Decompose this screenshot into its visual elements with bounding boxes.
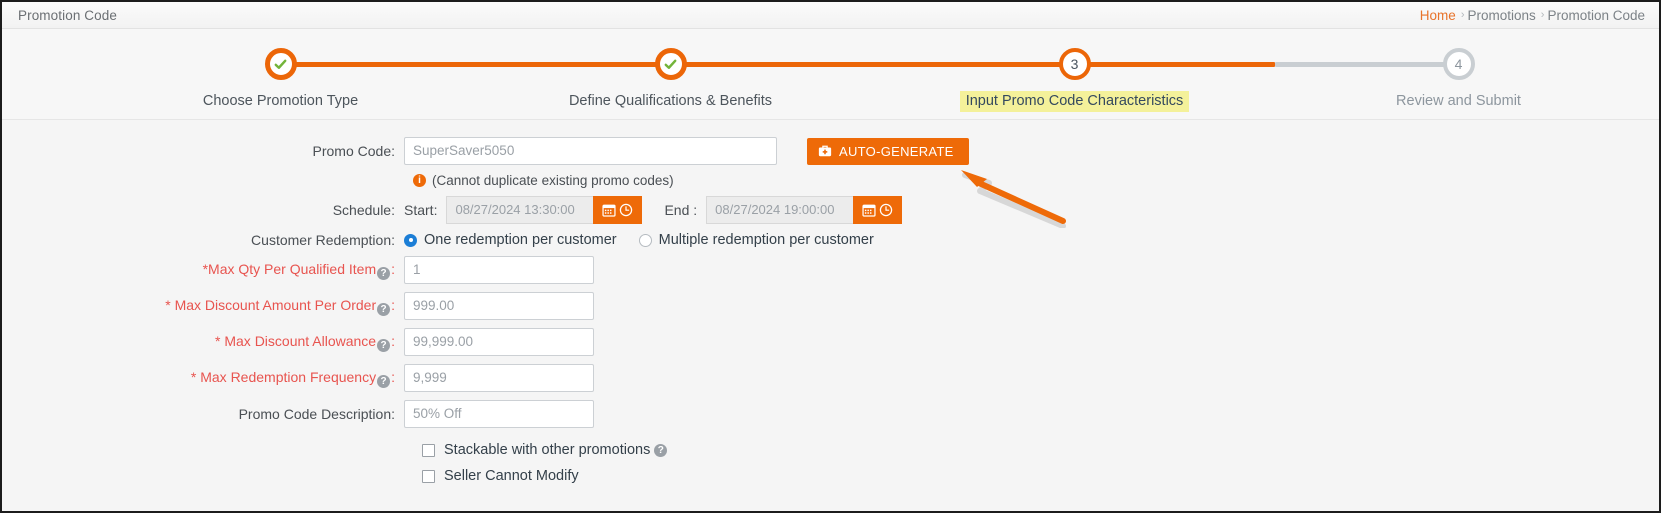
seller-cannot-modify-checkbox[interactable] — [422, 469, 435, 483]
top-bar: Promotion Code Home › Promotions › Promo… — [2, 2, 1659, 29]
stepper-node-2[interactable] — [654, 48, 687, 80]
max-discount-allowance-label: * Max Discount Allowance?: — [215, 332, 395, 352]
stepper-label-3: Input Promo Code Characteristics — [959, 91, 1190, 113]
promo-code-row: Promo Code: SuperSaver5050 AUTO-GENERATE — [2, 137, 1659, 165]
max-redemption-frequency-row: * Max Redemption Frequency?: 9,999 — [2, 364, 1659, 392]
max-discount-amount-row: * Max Discount Amount Per Order?: 999.00 — [2, 292, 1659, 320]
stepper-node-3[interactable]: 3 — [1058, 48, 1091, 80]
stepper-step-1[interactable]: Choose Promotion Type — [151, 29, 411, 112]
radio-multiple-redemption-label: Multiple redemption per customer — [658, 232, 874, 248]
stepper-track-3-4 — [1274, 62, 1459, 67]
schedule-end-group: 08/27/2024 19:00:00 — [706, 196, 903, 224]
schedule-start-label: Start: — [404, 202, 438, 218]
stepper-step-4[interactable]: 4 Review and Submit — [1329, 29, 1589, 112]
calendar-icon — [862, 204, 876, 217]
stackable-checkbox-row[interactable]: Stackable with other promotions ? — [404, 442, 1659, 458]
stackable-checkbox-label: Stackable with other promotions — [444, 442, 651, 458]
schedule-start-input[interactable]: 08/27/2024 13:30:00 — [446, 196, 594, 224]
max-redemption-frequency-input[interactable]: 9,999 — [404, 364, 594, 392]
schedule-end-label: End : — [664, 202, 698, 218]
help-icon[interactable]: ? — [654, 443, 668, 457]
clock-icon — [620, 203, 633, 217]
stepper-track-3-partial — [1074, 62, 1275, 67]
briefcase-medical-icon — [818, 145, 832, 157]
promo-code-input[interactable]: SuperSaver5050 — [404, 137, 777, 165]
help-icon[interactable]: ? — [377, 266, 391, 280]
breadcrumb-item-home[interactable]: Home — [1419, 7, 1456, 23]
customer-redemption-label: Customer Redemption: — [251, 232, 395, 248]
breadcrumb-item-promotions[interactable]: Promotions — [1467, 7, 1536, 23]
breadcrumb-separator-icon: › — [1460, 9, 1465, 21]
schedule-start-picker-button[interactable] — [593, 196, 643, 224]
promo-code-description-input[interactable]: 50% Off — [404, 400, 594, 428]
help-icon[interactable]: ? — [377, 338, 391, 352]
check-icon — [664, 59, 677, 69]
stepper-step-2[interactable]: Define Qualifications & Benefits — [541, 29, 801, 112]
seller-cannot-modify-checkbox-label: Seller Cannot Modify — [444, 468, 579, 484]
stepper-label-2: Define Qualifications & Benefits — [568, 93, 773, 109]
stepper-track-1-2 — [280, 62, 671, 67]
promo-code-hint-text: (Cannot duplicate existing promo codes) — [432, 173, 674, 188]
radio-one-redemption-indicator[interactable] — [404, 233, 417, 247]
max-discount-allowance-row: * Max Discount Allowance?: 99,999.00 — [2, 328, 1659, 356]
promo-code-description-label: Promo Code Description: — [238, 406, 395, 422]
stepper-number-3: 3 — [1070, 56, 1079, 72]
stepper-label-4: Review and Submit — [1396, 93, 1521, 109]
max-discount-amount-label: * Max Discount Amount Per Order?: — [165, 296, 395, 316]
calendar-icon — [602, 204, 617, 217]
auto-generate-label: AUTO-GENERATE — [839, 143, 954, 159]
stepper-label-1: Choose Promotion Type — [202, 93, 359, 109]
info-icon: i — [413, 174, 426, 187]
page-title: Promotion Code — [18, 7, 117, 23]
help-icon[interactable]: ? — [377, 302, 391, 316]
breadcrumb-separator-icon: › — [1540, 9, 1545, 21]
schedule-row: Schedule: Start: 08/27/2024 13:30:00 — [2, 196, 1659, 224]
promo-code-description-row: Promo Code Description: 50% Off — [2, 400, 1659, 428]
radio-one-redemption[interactable]: One redemption per customer — [404, 232, 617, 248]
radio-one-redemption-label: One redemption per customer — [424, 232, 617, 248]
breadcrumb: Home › Promotions › Promotion Code — [1420, 8, 1645, 23]
breadcrumb-item-promotion-code: Promotion Code — [1547, 7, 1645, 23]
clock-icon — [879, 203, 893, 217]
auto-generate-button[interactable]: AUTO-GENERATE — [807, 137, 969, 165]
stackable-checkbox[interactable] — [422, 443, 435, 457]
seller-cannot-modify-checkbox-row[interactable]: Seller Cannot Modify — [404, 468, 1659, 484]
max-discount-amount-input[interactable]: 999.00 — [404, 292, 594, 320]
stepper-track-2-3 — [670, 62, 1075, 67]
wizard-stepper: Choose Promotion Type Define Qualificati… — [2, 29, 1659, 120]
max-discount-allowance-input[interactable]: 99,999.00 — [404, 328, 594, 356]
max-qty-row: *Max Qty Per Qualified Item?: 1 — [2, 256, 1659, 284]
promo-code-label: Promo Code: — [312, 143, 395, 159]
stepper-node-1[interactable] — [264, 48, 297, 80]
schedule-label: Schedule: — [332, 202, 395, 218]
customer-redemption-row: Customer Redemption: One redemption per … — [2, 232, 1659, 248]
check-icon — [274, 59, 287, 69]
max-qty-input[interactable]: 1 — [404, 256, 594, 284]
schedule-start-group: 08/27/2024 13:30:00 — [446, 196, 643, 224]
promo-code-hint: i (Cannot duplicate existing promo codes… — [404, 173, 1659, 188]
max-redemption-frequency-label: * Max Redemption Frequency?: — [190, 368, 395, 388]
radio-multiple-redemption[interactable]: Multiple redemption per customer — [638, 232, 874, 248]
schedule-end-picker-button[interactable] — [853, 196, 903, 224]
radio-multiple-redemption-indicator[interactable] — [638, 233, 652, 247]
schedule-end-input[interactable]: 08/27/2024 19:00:00 — [706, 196, 854, 224]
help-icon[interactable]: ? — [377, 374, 391, 388]
stepper-step-3[interactable]: 3 Input Promo Code Characteristics — [945, 29, 1205, 113]
max-qty-label: *Max Qty Per Qualified Item?: — [202, 260, 395, 280]
stepper-number-4: 4 — [1454, 56, 1463, 72]
stepper-node-4[interactable]: 4 — [1442, 48, 1475, 80]
promo-code-form: Promo Code: SuperSaver5050 AUTO-GENERATE… — [2, 120, 1659, 511]
